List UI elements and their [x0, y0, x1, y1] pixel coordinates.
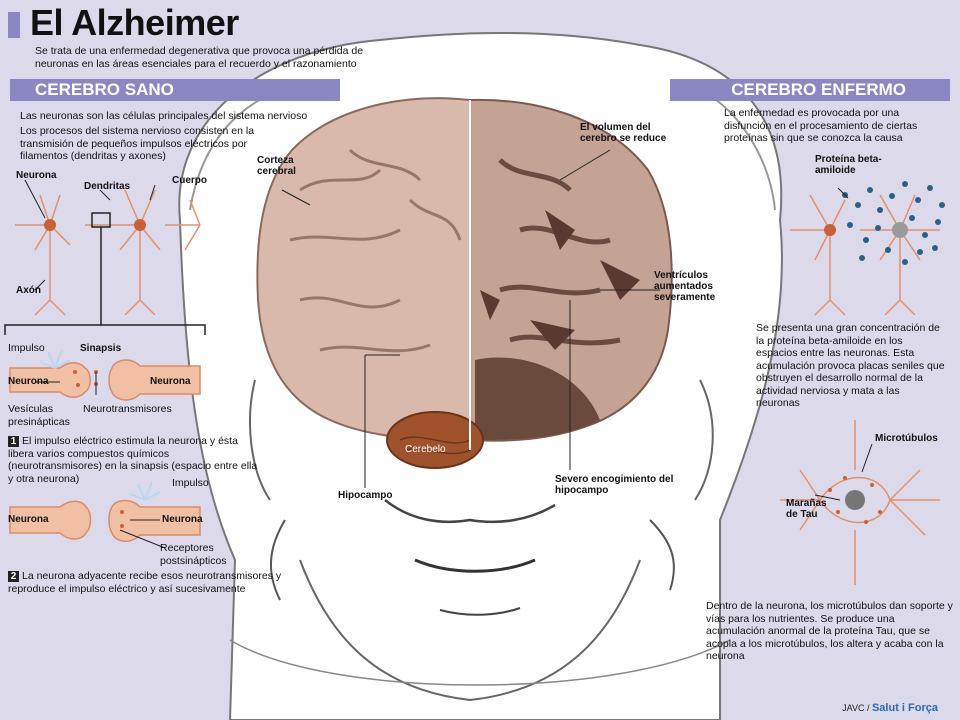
- synapse-diagram-1: [9, 349, 201, 401]
- synapse2-neurona-left: Neurona: [8, 514, 49, 525]
- amyloid-neuron-diagram: [790, 194, 940, 316]
- left-intro-2: Los procesos del sistema nervioso consis…: [20, 125, 255, 162]
- leader-lines: [281, 149, 660, 488]
- synapse2-impulso: Impulso: [172, 477, 209, 489]
- credit-brand: Salut i Força: [871, 702, 938, 714]
- right-intro: La enfermedad es provocada por una disfu…: [724, 107, 918, 144]
- synapse1-impulso: Impulso: [8, 342, 45, 354]
- label-neurona: Neurona: [16, 170, 57, 181]
- title-accent-bar: [8, 12, 20, 38]
- right-paragraph-1: Se presenta una gran concentración de la…: [756, 322, 945, 409]
- label-microtubulos: Microtúbulos: [875, 433, 938, 444]
- label-marañas: Marañas de Tau: [786, 498, 827, 520]
- synapse1-neurona-right: Neurona: [150, 376, 191, 387]
- label-axon: Axón: [16, 285, 41, 296]
- zoom-bracket: [4, 227, 206, 335]
- label-hipocampo: Hipocampo: [338, 490, 393, 501]
- heading-cerebro-sano: CEREBRO SANO: [10, 79, 340, 101]
- credit: JAVC / Salut i Força: [842, 702, 938, 714]
- step-1-description: El impulso eléctrico estimula la neurona…: [8, 435, 258, 485]
- credit-author: JAVC /: [842, 703, 870, 713]
- tau-neuron-diagram: [780, 420, 940, 585]
- label-encogimiento: Severo encogimiento del hipocampo: [555, 474, 674, 496]
- step-2-number: 2: [8, 571, 19, 582]
- page-title: El Alzheimer: [30, 2, 239, 43]
- synapse1-neurotransmisores: Neurotransmisores: [83, 403, 172, 415]
- amyloid-plaque-dots: [842, 181, 945, 265]
- label-dendritas: Dendritas: [84, 181, 131, 192]
- label-cuerpo: Cuerpo: [172, 175, 207, 186]
- right-paragraph-2: Dentro de la neurona, los microtúbulos d…: [706, 600, 953, 662]
- step-2-description: La neurona adyacente recibe esos neurotr…: [8, 570, 282, 595]
- heading-cerebro-enfermo: CEREBRO ENFERMO: [670, 79, 950, 101]
- label-ventriculos: Ventrículos aumentados severamente: [654, 270, 716, 303]
- synapse1-neurona-left: Neurona: [8, 376, 49, 387]
- synapse1-vesiculas: Vesículas presinápticas: [8, 403, 70, 428]
- synapse2-receptores: Receptores postsinápticos: [160, 542, 227, 567]
- synapse1-sinapsis: Sinapsis: [80, 343, 122, 354]
- heading-cerebro-enfermo-text: CEREBRO ENFERMO: [731, 80, 906, 99]
- brain-illustration: [256, 97, 673, 469]
- left-intro-1: Las neuronas son las células principales…: [20, 110, 308, 122]
- synapse-diagram-2: [9, 481, 201, 549]
- label-volumen: El volumen del cerebro se reduce: [580, 122, 667, 144]
- step-1-number: 1: [8, 436, 19, 447]
- subtitle: Se trata de una enfermedad degenerativa …: [35, 45, 364, 70]
- label-corteza: Corteza cerebral: [257, 155, 296, 177]
- label-proteina: Proteína beta-amiloide: [815, 154, 882, 176]
- synapse2-neurona-right: Neurona: [162, 514, 203, 525]
- label-cerebelo: Cerebelo: [405, 444, 446, 455]
- healthy-neuron-diagram: [15, 184, 201, 316]
